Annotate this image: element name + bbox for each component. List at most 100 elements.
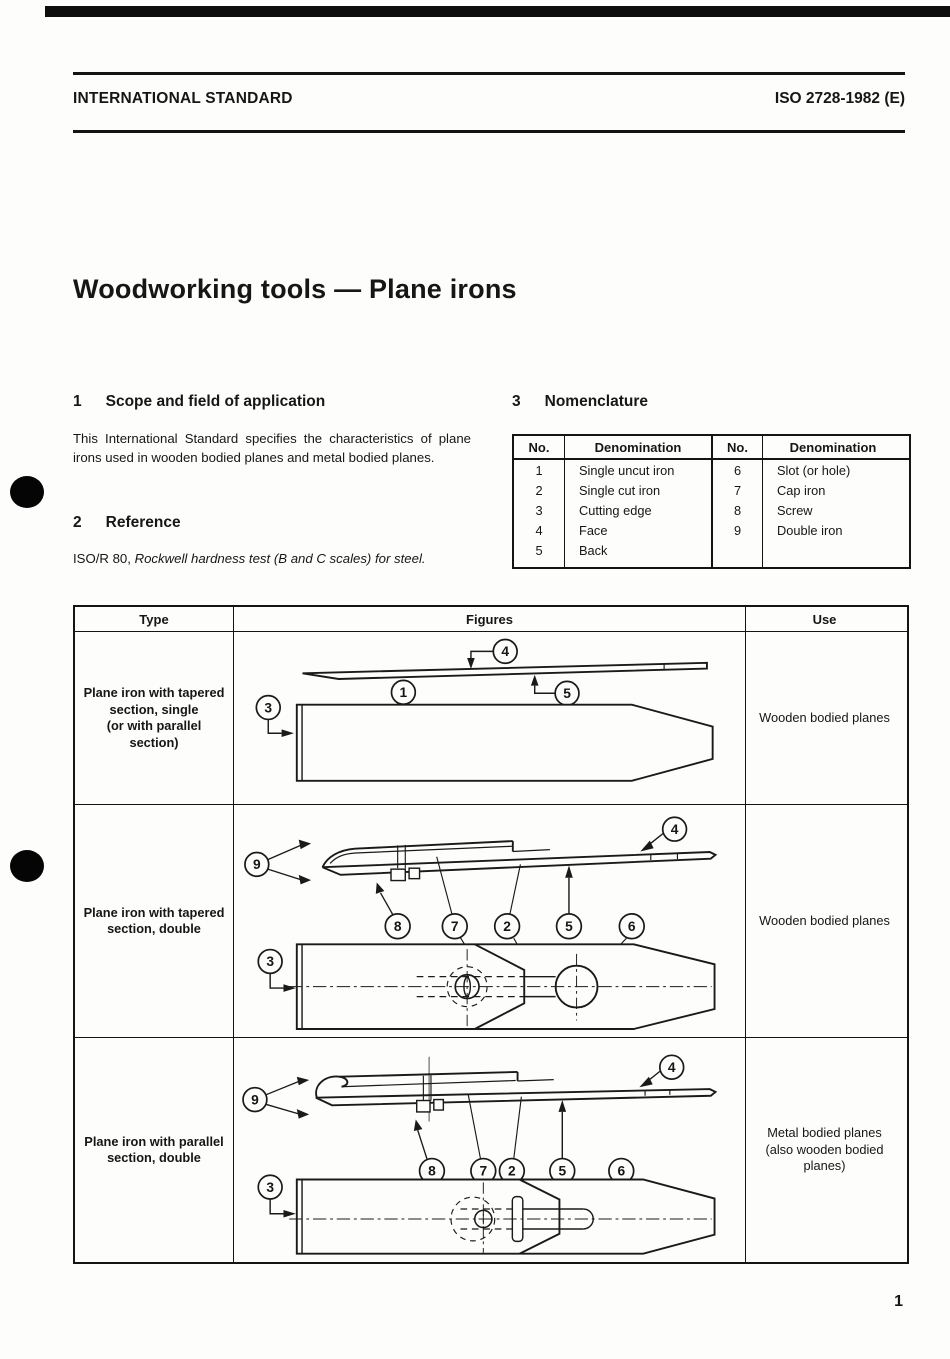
figures-table: Type Figures Use Plane iron with tapered… — [73, 605, 909, 1264]
binding-dot — [10, 476, 44, 508]
use-line: Metal bodied planes — [767, 1125, 882, 1141]
column-header: Denomination — [762, 436, 903, 458]
item-number: 7 — [711, 480, 762, 500]
reference-paragraph: ISO/R 80, Rockwell hardness test (B and … — [73, 549, 493, 568]
callout-number: 8 — [428, 1164, 436, 1179]
callout-number: 5 — [558, 1164, 566, 1179]
type-line: Plane iron with tapered — [83, 904, 225, 920]
use-cell: Metal bodied planes (also wooden bodied … — [745, 1038, 903, 1262]
type-line: section, double — [107, 1150, 201, 1165]
item-denomination: Cutting edge — [564, 500, 711, 520]
standard-number: ISO 2728-1982 (E) — [774, 90, 905, 107]
binding-dot — [10, 850, 44, 882]
section-title: Nomenclature — [544, 393, 648, 410]
item-number — [711, 540, 762, 567]
callout-circle — [658, 1054, 685, 1080]
column-header: Use — [745, 607, 903, 631]
callout-circle — [257, 1174, 283, 1200]
screw-side-view — [415, 1099, 431, 1113]
use-cell: Wooden bodied planes — [745, 632, 903, 804]
blade-plan-view — [295, 703, 714, 782]
table-row-tapered-double: Plane iron with tapered section, double — [75, 805, 907, 1038]
item-denomination: Slot (or hole) — [762, 460, 903, 480]
callout-circle — [618, 913, 645, 940]
figures-header-row: Type Figures Use — [75, 607, 907, 632]
callout-number: 6 — [628, 919, 636, 934]
callout-number: 7 — [479, 1164, 487, 1179]
item-denomination: Single cut iron — [564, 480, 711, 500]
item-denomination: Double iron — [762, 520, 903, 540]
callout-number: 4 — [671, 822, 679, 837]
double-iron-side-view — [322, 851, 718, 876]
item-number: 2 — [535, 482, 543, 498]
section-nomenclature-heading: 3 Nomenclature — [512, 393, 648, 411]
section-title: Scope and field of application — [105, 393, 326, 410]
figure-drawing-parallel-double: 9 4 8 7 — [233, 1038, 745, 1262]
item-denomination: Face — [564, 520, 711, 540]
figure-drawing-tapered-single: 4 1 5 3 — [233, 632, 745, 804]
type-line: section) — [129, 734, 179, 750]
use-line: (also wooden bodied — [765, 1141, 884, 1157]
callout-number: 2 — [503, 919, 511, 934]
section-number: 3 — [512, 393, 521, 410]
type-cell: Plane iron with tapered section, single … — [75, 632, 233, 804]
page-title: Woodworking tools — Plane irons — [73, 274, 517, 304]
nomenclature-header-row: No. Denomination No. Denomination — [514, 436, 909, 460]
callout-number: 8 — [394, 919, 402, 934]
column-header: Denomination — [564, 436, 711, 458]
scope-paragraph: This International Standard specifies th… — [73, 431, 471, 465]
section-number: 1 — [73, 393, 82, 410]
item-number: 5 — [535, 542, 543, 558]
item-denomination: Cap iron — [762, 480, 903, 500]
use-line: planes) — [803, 1158, 846, 1174]
use-line: Wooden bodied planes — [759, 912, 890, 928]
callout-circle — [661, 816, 688, 842]
use-cell: Wooden bodied planes — [745, 805, 903, 1037]
callout-number: 3 — [266, 1180, 274, 1195]
section-number: 2 — [73, 514, 82, 531]
type-cell: Plane iron with tapered section, double — [75, 805, 233, 1037]
column-header: Type — [139, 612, 169, 627]
section-reference-heading: 2 Reference — [73, 514, 181, 532]
callout-number: 3 — [264, 700, 272, 715]
item-denomination: Single uncut iron — [564, 460, 711, 480]
type-cell: Plane iron with parallel section, double — [75, 1038, 233, 1262]
header-rule-bottom — [73, 130, 905, 133]
item-number: 1 — [535, 462, 543, 478]
callout-circle — [441, 913, 468, 940]
table-row: 1 Single uncut iron 6 Slot (or hole) — [514, 460, 909, 480]
callout-number: 3 — [266, 954, 274, 969]
table-row-tapered-single: Plane iron with tapered section, single … — [75, 632, 907, 805]
blade-side-view — [302, 661, 708, 680]
callout-number: 5 — [565, 919, 573, 934]
callout-number: 6 — [617, 1164, 625, 1179]
table-row: 3 Cutting edge 8 Screw — [514, 500, 909, 520]
callout-number: 5 — [563, 686, 571, 701]
page-number: 1 — [894, 1293, 903, 1310]
parallel-iron-side-view — [315, 1088, 718, 1107]
nomenclature-table: No. Denomination No. Denomination 1 Sing… — [512, 434, 911, 569]
type-line: section, double — [107, 921, 201, 936]
callout-circle — [384, 913, 411, 940]
callout-number: 9 — [251, 1092, 259, 1107]
item-number: 4 — [535, 522, 543, 538]
reference-code: ISO/R 80, — [73, 551, 135, 566]
callout-number: 4 — [501, 644, 509, 659]
screw-side-view — [390, 868, 406, 882]
callout-number: 7 — [451, 919, 459, 934]
table-row: 5 Back — [514, 540, 909, 567]
item-denomination: Screw — [762, 500, 903, 520]
item-denomination: Back — [564, 540, 711, 567]
header-rule-top — [73, 72, 905, 75]
type-line: section, single — [109, 701, 199, 717]
callout-circle — [244, 851, 270, 878]
callout-circle — [555, 913, 583, 940]
callout-circle — [492, 638, 518, 665]
item-number: 8 — [711, 500, 762, 520]
callout-number: 9 — [253, 857, 261, 872]
type-line: Plane iron with parallel — [84, 1133, 224, 1149]
callout-number: 2 — [508, 1164, 516, 1179]
section-title: Reference — [105, 514, 181, 531]
table-row: 2 Single cut iron 7 Cap iron — [514, 480, 909, 500]
